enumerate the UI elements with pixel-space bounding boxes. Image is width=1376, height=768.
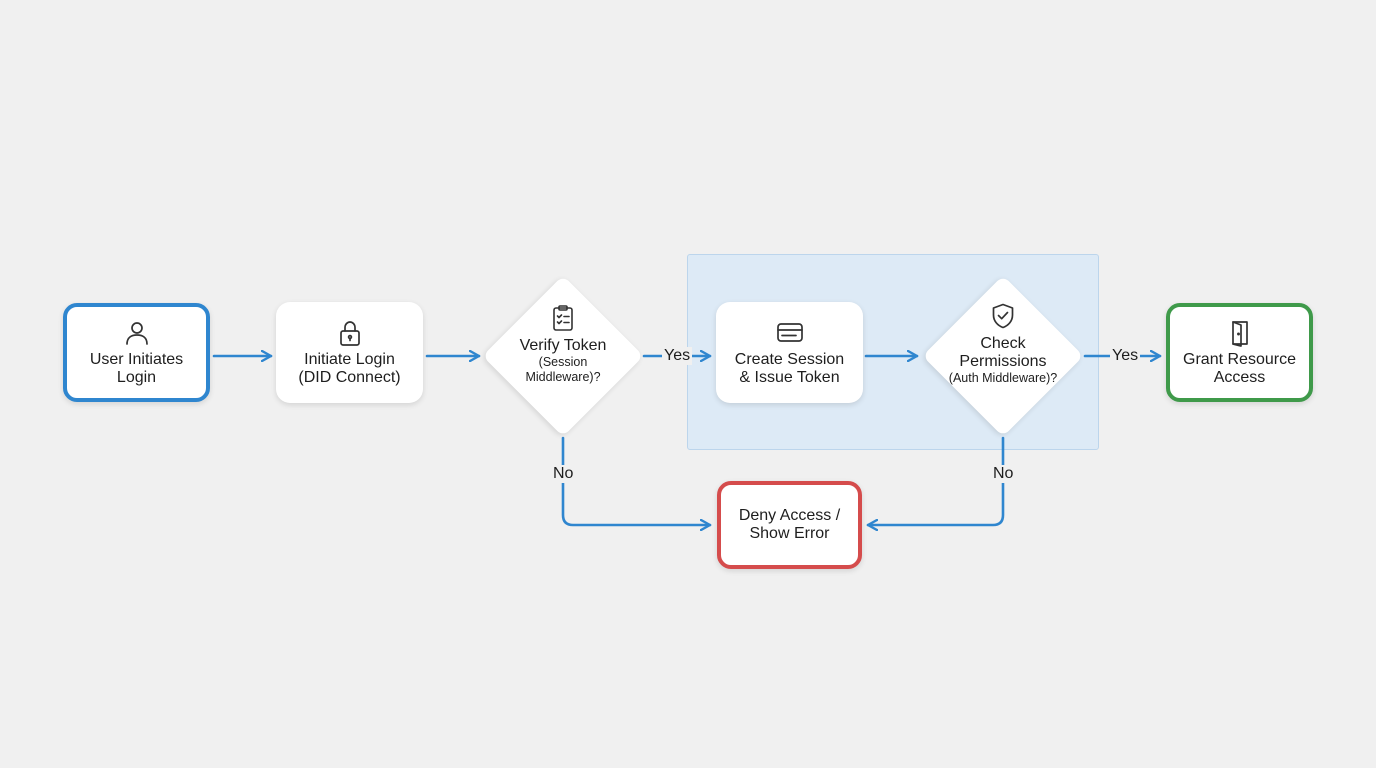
grant-resource-access-node: Grant Resource Access: [1166, 303, 1313, 402]
create-session-node: Create Session & Issue Token: [716, 302, 863, 403]
verify-yes-label: Yes: [662, 347, 693, 365]
check-permissions-decision: Check Permissions (Auth Middleware)?: [928, 302, 1078, 386]
decision-label: Verify Token: [519, 337, 607, 354]
arrow-check-no-to-deny: [866, 436, 1005, 525]
verify-token-decision: Verify Token (Session Middleware)?: [488, 304, 638, 385]
check-no-label: No: [991, 465, 1016, 483]
shield-check-icon: [992, 303, 1014, 329]
deny-access-node: Deny Access / Show Error: [717, 481, 862, 569]
node-label: User Initiates Login: [89, 350, 184, 386]
lock-icon: [339, 320, 360, 346]
clipboard-check-icon: [553, 305, 573, 331]
card-icon: [776, 322, 803, 342]
user-icon: [125, 321, 148, 345]
decision-label: Check Permissions: [959, 335, 1047, 370]
check-yes-label: Yes: [1110, 347, 1141, 365]
node-label: Create Session & Issue Token: [734, 350, 845, 386]
node-label: Deny Access / Show Error: [738, 507, 841, 542]
decision-sublabel: (Session Middleware)?: [525, 355, 601, 384]
door-icon: [1231, 320, 1248, 347]
node-label: Grant Resource Access: [1183, 350, 1296, 386]
arrow-verify-no-to-deny: [561, 436, 712, 525]
initiate-login-node: Initiate Login (DID Connect): [276, 302, 423, 403]
node-label: Initiate Login (DID Connect): [298, 350, 401, 386]
decision-sublabel: (Auth Middleware)?: [948, 371, 1058, 385]
user-initiates-login-node: User Initiates Login: [63, 303, 210, 402]
verify-no-label: No: [551, 465, 576, 483]
